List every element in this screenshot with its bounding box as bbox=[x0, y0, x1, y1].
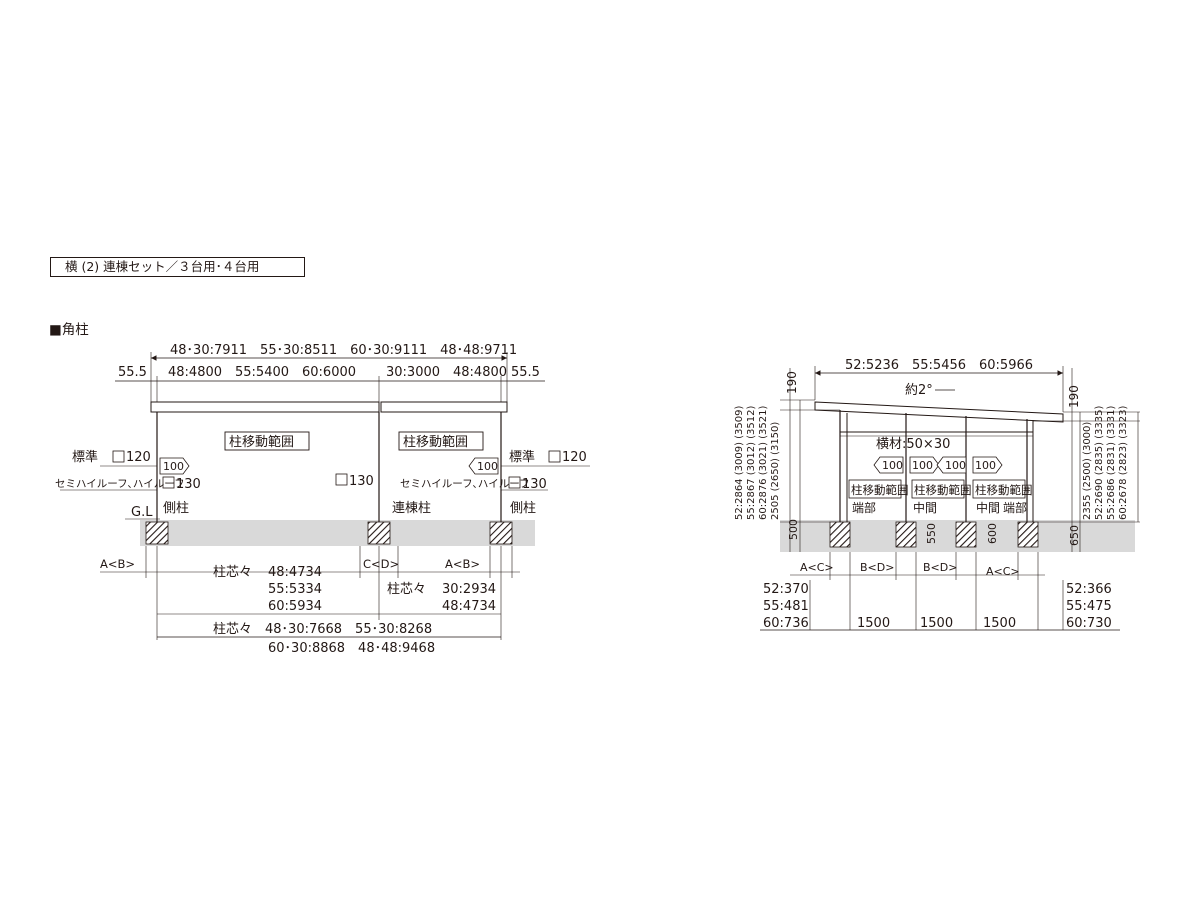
offset-left: 100 bbox=[163, 460, 184, 473]
front-elevation bbox=[60, 352, 590, 640]
dim-cd: C<D> bbox=[363, 557, 399, 571]
center-right-v2: 48:4734 bbox=[442, 599, 496, 614]
center-left-v3: 60:5934 bbox=[268, 599, 322, 614]
zone-left: 柱移動範囲 bbox=[229, 435, 294, 450]
spacing-3: 1500 bbox=[983, 616, 1016, 631]
footing-mid bbox=[367, 521, 391, 545]
side-dim-2: B<D> bbox=[860, 561, 894, 574]
pos-label-3: 中間 bbox=[976, 500, 1000, 515]
dim-ab-right: A<B> bbox=[445, 557, 480, 571]
side-zone-1: 柱移動範囲 bbox=[851, 483, 909, 497]
side-dim-4: A<C> bbox=[986, 565, 1020, 578]
gl-label: G.L bbox=[131, 505, 153, 520]
pos-label-2: 中間 bbox=[913, 500, 937, 515]
center-right-v1: 30:2934 bbox=[442, 582, 496, 597]
set-title-box: 横 (2) 連棟セット／３台用･４台用 bbox=[50, 257, 305, 277]
joint-post-label: 連棟柱 bbox=[392, 501, 431, 516]
center-right-label: 柱芯々 bbox=[387, 582, 426, 597]
offset-right: 100 bbox=[477, 460, 498, 473]
std-right: 標準 bbox=[509, 449, 535, 465]
height-left-4: 2505 (2650) (3150) bbox=[770, 422, 781, 520]
footing-right bbox=[489, 521, 513, 545]
footing-left bbox=[145, 521, 169, 545]
semi-val-right: 130 bbox=[522, 477, 547, 492]
roof-left: 190 bbox=[785, 371, 799, 394]
pos-label-1: 端部 bbox=[852, 500, 876, 515]
span-left: 48:4800 55:5400 60:6000 bbox=[168, 365, 356, 380]
spacing-2: 1500 bbox=[920, 616, 953, 631]
pos-label-4: 端部 bbox=[1003, 500, 1027, 515]
mid-post-val: 130 bbox=[349, 474, 374, 489]
spacing-1: 1500 bbox=[857, 616, 890, 631]
side-offset-2: 100 bbox=[912, 459, 933, 472]
slope-label: 約2° bbox=[905, 383, 933, 398]
side-top-span: 52:5236 55:5456 60:5966 bbox=[845, 358, 1033, 373]
eave-left: 55.5 bbox=[118, 365, 147, 380]
span-right: 30:3000 48:4800 bbox=[386, 365, 507, 380]
center-left-v1: 48:4734 bbox=[268, 565, 322, 580]
side-offset-4: 100 bbox=[975, 459, 996, 472]
bottom-right-1: 52:366 bbox=[1066, 582, 1112, 597]
semi-val-left: 130 bbox=[176, 477, 201, 492]
height-right-4: 60:2678 (2823) (3323) bbox=[1118, 405, 1129, 520]
section-heading: ■角柱 bbox=[49, 322, 89, 338]
side-post-right: 側柱 bbox=[510, 501, 536, 516]
side-elevation bbox=[760, 366, 1140, 631]
std-val-left: 120 bbox=[126, 450, 151, 465]
semi-left: セミハイルーフ､ハイルーフ bbox=[55, 478, 185, 490]
roof-beam-right bbox=[380, 401, 508, 413]
semi-right: セミハイルーフ､ハイルーフ bbox=[400, 478, 530, 490]
side-zone-3: 柱移動範囲 bbox=[975, 483, 1033, 497]
front-top-dims: 48･30:7911 55･30:8511 60･30:9111 48･48:9… bbox=[170, 343, 517, 358]
base-right: 650 bbox=[1068, 525, 1081, 546]
side-labels: 52:5236 55:5456 60:5966 約2° 横材:50×30 100… bbox=[734, 358, 1129, 631]
front-labels: 48･30:7911 55･30:8511 60･30:9111 48･48:9… bbox=[55, 343, 587, 656]
side-zone-2: 柱移動範囲 bbox=[914, 483, 972, 497]
side-dim-3: B<D> bbox=[923, 561, 957, 574]
bottom-right-3: 60:730 bbox=[1066, 616, 1112, 631]
depth-2: 600 bbox=[986, 523, 999, 544]
total-line-2: 60･30:8868 48･48:9468 bbox=[268, 641, 435, 656]
beam-label: 横材:50×30 bbox=[876, 437, 950, 452]
bottom-left-1: 52:370 bbox=[763, 582, 809, 597]
bottom-right-2: 55:475 bbox=[1066, 599, 1112, 614]
height-left-1: 52:2864 (3009) (3509) bbox=[734, 405, 745, 520]
side-dim-1: A<C> bbox=[800, 561, 834, 574]
height-left-2: 55:2867 (3012) (3512) bbox=[746, 405, 757, 520]
ground-band bbox=[140, 520, 535, 546]
zone-right: 柱移動範囲 bbox=[403, 435, 468, 450]
dim-ab-left: A<B> bbox=[100, 557, 135, 571]
roof-right: 190 bbox=[1067, 385, 1081, 408]
side-roof bbox=[814, 401, 1064, 423]
center-left-label: 柱芯々 bbox=[213, 565, 252, 580]
base-left: 500 bbox=[787, 519, 800, 540]
bottom-left-2: 55:481 bbox=[763, 599, 809, 614]
height-right-3: 55:2686 (2831) (3331) bbox=[1106, 405, 1117, 520]
std-left: 標準 bbox=[72, 449, 98, 465]
set-title: 横 (2) 連棟セット／３台用･４台用 bbox=[65, 259, 260, 274]
side-post-left: 側柱 bbox=[163, 501, 189, 516]
height-left-3: 60:2876 (3021) (3521) bbox=[758, 405, 769, 520]
total-line-1: 柱芯々 48･30:7668 55･30:8268 bbox=[213, 622, 432, 637]
side-offset-3: 100 bbox=[945, 459, 966, 472]
center-left-v2: 55:5334 bbox=[268, 582, 322, 597]
eave-right: 55.5 bbox=[511, 365, 540, 380]
height-right-2: 52:2690 (2835) (3335) bbox=[1094, 405, 1105, 520]
roof-beam-left bbox=[150, 401, 380, 413]
depth-1: 550 bbox=[925, 523, 938, 544]
std-val-right: 120 bbox=[562, 450, 587, 465]
height-right-1: 2355 (2500) (3000) bbox=[1082, 422, 1093, 520]
bottom-left-3: 60:736 bbox=[763, 616, 809, 631]
side-offset-1: 100 bbox=[882, 459, 903, 472]
